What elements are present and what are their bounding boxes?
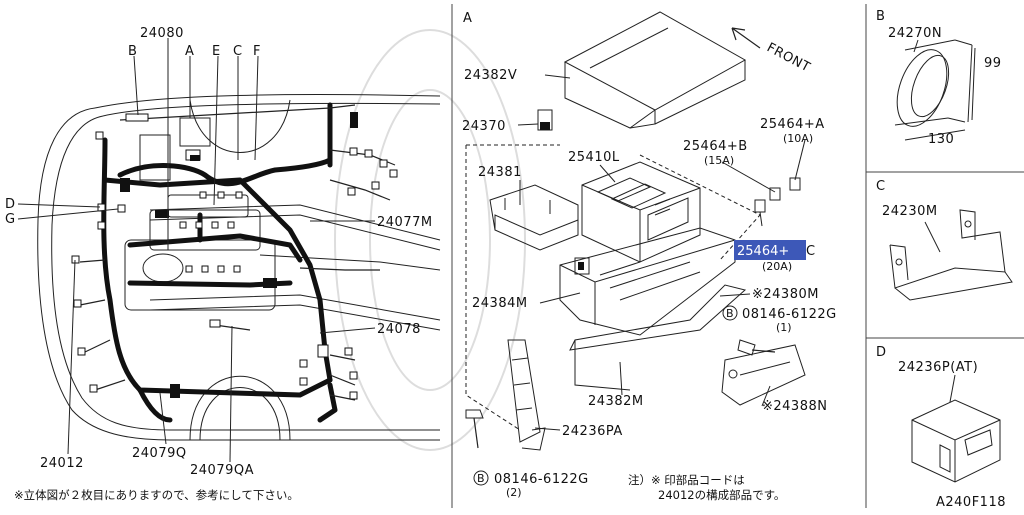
label-24388N: ※24388N bbox=[762, 399, 827, 414]
highlight-25464C bbox=[734, 240, 806, 260]
fuse-block-drawing bbox=[465, 11, 806, 451]
label-25464B-amp: (15A) bbox=[704, 154, 734, 167]
bracket-drawing bbox=[889, 209, 1013, 301]
label-08146-6122G-bottom: 08146-6122G bbox=[494, 472, 589, 487]
label-24381: 24381 bbox=[478, 165, 522, 180]
label-25464A: 25464+A bbox=[760, 117, 825, 132]
label-08146-qty-bottom: (2) bbox=[506, 486, 522, 499]
label-25464B: 25464+B bbox=[683, 139, 748, 154]
label-24079QA: 24079QA bbox=[190, 463, 254, 478]
label-25464C-suffix: C bbox=[806, 244, 816, 259]
relay-drawing bbox=[911, 374, 1001, 483]
label-24080: 24080 bbox=[140, 26, 184, 41]
footnote-left: ※立体図が２枚目にありますので、参考にして下さい。 bbox=[14, 488, 299, 502]
label-F: F bbox=[253, 44, 261, 59]
label-24077M: 24077M bbox=[377, 215, 433, 230]
connector-cluster-right-upper bbox=[347, 147, 398, 196]
panel-d-title: D bbox=[876, 345, 887, 360]
watermark-logo bbox=[334, 29, 526, 451]
bolt-callout-b-right: B bbox=[726, 307, 734, 320]
label-24078: 24078 bbox=[377, 322, 421, 337]
label-24384M: 24384M bbox=[472, 296, 528, 311]
label-24382V: 24382V bbox=[464, 68, 517, 83]
bolt-callout-b-bottom: B bbox=[477, 472, 485, 485]
label-G: G bbox=[5, 212, 16, 227]
label-24380M: ※24380M bbox=[752, 287, 819, 302]
note-line-1: 注）※ 印部品コードは bbox=[628, 473, 745, 487]
label-25464A-amp: (10A) bbox=[783, 132, 813, 145]
label-24382M: 24382M bbox=[588, 394, 644, 409]
diagram-code: A240F118 bbox=[936, 495, 1006, 510]
label-24236P-AT: 24236P(AT) bbox=[898, 360, 978, 375]
note-line-2: 24012の構成部品です。 bbox=[658, 488, 785, 502]
grommet-drawing bbox=[894, 39, 976, 141]
label-25464C: 25464+ bbox=[737, 244, 789, 259]
bolt-callout-circle-bottom bbox=[473, 470, 489, 486]
panel-b-title: B bbox=[876, 9, 885, 24]
panel-a-title: A bbox=[463, 11, 472, 26]
connector-cluster-right-lower bbox=[299, 344, 358, 400]
connector-cluster-left bbox=[71, 131, 126, 393]
connector-row-engine bbox=[179, 191, 243, 328]
label-C: C bbox=[233, 44, 243, 59]
label-A: A bbox=[185, 44, 194, 59]
vehicle-harness-drawing bbox=[17, 38, 441, 463]
label-front: FRONT bbox=[764, 40, 812, 75]
label-25464C-amp: (20A) bbox=[762, 260, 792, 273]
panel-c-title: C bbox=[876, 179, 886, 194]
label-B: B bbox=[128, 44, 137, 59]
label-24370: 24370 bbox=[462, 119, 506, 134]
label-25410L: 25410L bbox=[568, 150, 620, 165]
label-E: E bbox=[212, 44, 221, 59]
label-24230M: 24230M bbox=[882, 204, 938, 219]
label-24270N: 24270N bbox=[888, 26, 942, 41]
label-24012: 24012 bbox=[40, 456, 84, 471]
label-24079Q: 24079Q bbox=[132, 446, 187, 461]
label-24236PA: 24236PA bbox=[562, 424, 623, 439]
dimension-130: 130 bbox=[928, 132, 954, 147]
label-08146-6122G-right: 08146-6122G bbox=[742, 307, 837, 322]
label-D: D bbox=[5, 197, 16, 212]
bolt-callout-circle-right bbox=[722, 305, 738, 321]
dimension-99: 99 bbox=[984, 56, 1002, 71]
panel-frames bbox=[451, 4, 1024, 508]
label-08146-qty-right: (1) bbox=[776, 321, 792, 334]
